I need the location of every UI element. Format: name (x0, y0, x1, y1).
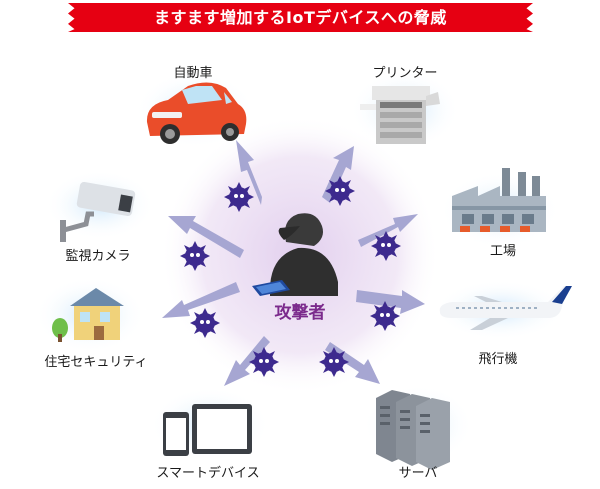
virus-icon (371, 231, 401, 261)
virus-icon (249, 347, 279, 377)
factory-icon (452, 168, 546, 232)
arrow-camera (168, 216, 244, 258)
attacker-icon (252, 213, 338, 296)
arrow-server (325, 342, 380, 384)
device-label-house: 住宅セキュリティ (44, 355, 148, 370)
device-label-smart-device: スマートデバイス (156, 466, 260, 481)
device-label-server: サーバ (398, 466, 438, 481)
smart-device-icon (163, 404, 252, 456)
arrow-factory (358, 214, 418, 247)
device-label-printer: プリンター (372, 66, 438, 81)
arrow-house (162, 282, 240, 318)
airplane-icon (439, 286, 572, 330)
arrow-smart-device (224, 336, 270, 386)
device-label-factory: 工場 (489, 244, 517, 259)
virus-icon (180, 241, 210, 271)
device-label-camera: 監視カメラ (65, 249, 131, 264)
title-banner: ますます増加するIoTデバイスへの脅威 (68, 3, 533, 32)
virus-icon (224, 182, 254, 212)
virus-icon (370, 301, 400, 331)
virus-icon (325, 176, 355, 206)
virus-icon (319, 347, 349, 377)
arrow-car (236, 140, 262, 205)
device-label-car: 自動車 (173, 66, 213, 81)
house-icon (52, 288, 124, 342)
viruses (180, 176, 401, 377)
device-label-airplane: 飛行機 (478, 352, 518, 367)
arrow-airplane (356, 290, 425, 314)
virus-icon (190, 308, 220, 338)
attacker-label: 攻撃者 (274, 303, 326, 323)
server-icon (376, 390, 450, 470)
printer-icon (360, 86, 440, 144)
security-camera-icon (60, 181, 136, 242)
car-icon (146, 82, 247, 144)
